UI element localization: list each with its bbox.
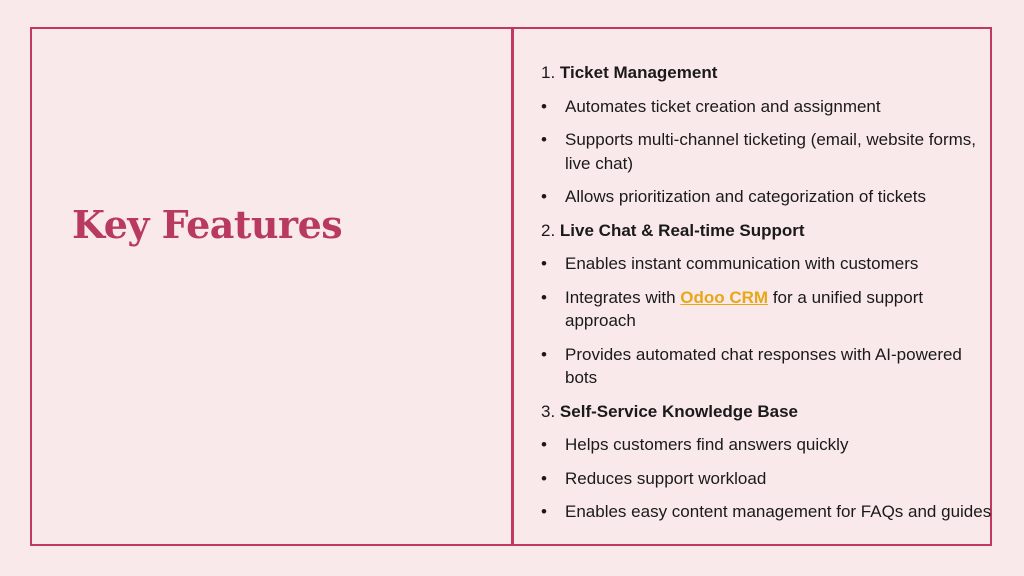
bullet-text-after-link: for a unified support approach [565, 287, 924, 331]
feature-section-live-chat: 2. Live Chat & Real-time Support • Enable… [541, 219, 993, 390]
bullet-item: • Helps customers find answers quickly [541, 433, 993, 457]
bullet-item: • Supports multi-channel ticketing (email… [541, 128, 993, 175]
bullet-item: • Enables instant communication with cust… [541, 252, 993, 276]
features-list: 1. Ticket Management • Automates ticket c… [541, 61, 993, 534]
bullet-text: Provides automated chat responses with A… [565, 344, 962, 388]
bullet-icon: • [541, 468, 547, 488]
bullet-list: • Automates ticket creation and assignmen… [541, 95, 993, 209]
section-number: 2. [541, 220, 556, 240]
bullet-icon: • [541, 344, 547, 364]
bullet-item: • Integrates with Odoo CRM for a unified … [541, 286, 993, 333]
bullet-list: • Enables instant communication with cust… [541, 252, 993, 390]
bullet-text: Enables easy content management for FAQs… [565, 502, 992, 521]
section-number: 3. [541, 401, 556, 421]
bullet-icon: • [541, 435, 547, 454]
section-heading-label: Self-Service Knowledge Base [559, 401, 799, 421]
feature-section-knowledge-base: 3. Self-Service Knowledge Base • Helps cu… [541, 400, 993, 524]
bullet-item: • Enables easy content management for FAQ… [541, 500, 993, 524]
bullet-text: Automates ticket creation and assignment [565, 96, 881, 116]
bullet-item: • Reduces support workload [541, 467, 993, 491]
bullet-text: Allows prioritization and categorization… [565, 187, 926, 206]
bullet-text: Supports multi-channel ticketing (email,… [565, 130, 976, 173]
bullet-text: Enables instant communication with custo… [565, 254, 919, 273]
section-heading-label: Live Chat & Real-time Support [559, 220, 805, 240]
section-heading: 3. Self-Service Knowledge Base [541, 400, 993, 424]
bullet-list: • Helps customers find answers quickly • R… [541, 433, 993, 524]
bullet-item: • Provides automated chat responses with … [541, 343, 993, 390]
bullet-icon: • [541, 130, 547, 149]
bullet-icon: • [541, 287, 547, 307]
bullet-icon: • [541, 502, 547, 521]
bullet-item: • Automates ticket creation and assignmen… [541, 95, 993, 119]
feature-section-ticket-management: 1. Ticket Management • Automates ticket c… [541, 61, 993, 209]
column-divider [511, 27, 514, 546]
section-number: 1. [541, 63, 556, 82]
bullet-text: Helps customers find answers quickly [565, 435, 849, 454]
odoo-crm-link[interactable]: Odoo CRM [680, 287, 769, 307]
slide-title: Key Features [72, 202, 343, 247]
section-heading: 1. Ticket Management [541, 61, 993, 85]
section-heading-label: Ticket Management [559, 63, 718, 82]
section-heading: 2. Live Chat & Real-time Support [541, 219, 993, 243]
bullet-item: • Allows prioritization and categorizatio… [541, 185, 993, 209]
bullet-icon: • [541, 96, 547, 116]
bullet-icon: • [541, 187, 547, 206]
bullet-icon: • [541, 254, 547, 273]
bullet-text-before-link: Integrates with [565, 287, 681, 307]
bullet-text: Reduces support workload [565, 468, 767, 488]
